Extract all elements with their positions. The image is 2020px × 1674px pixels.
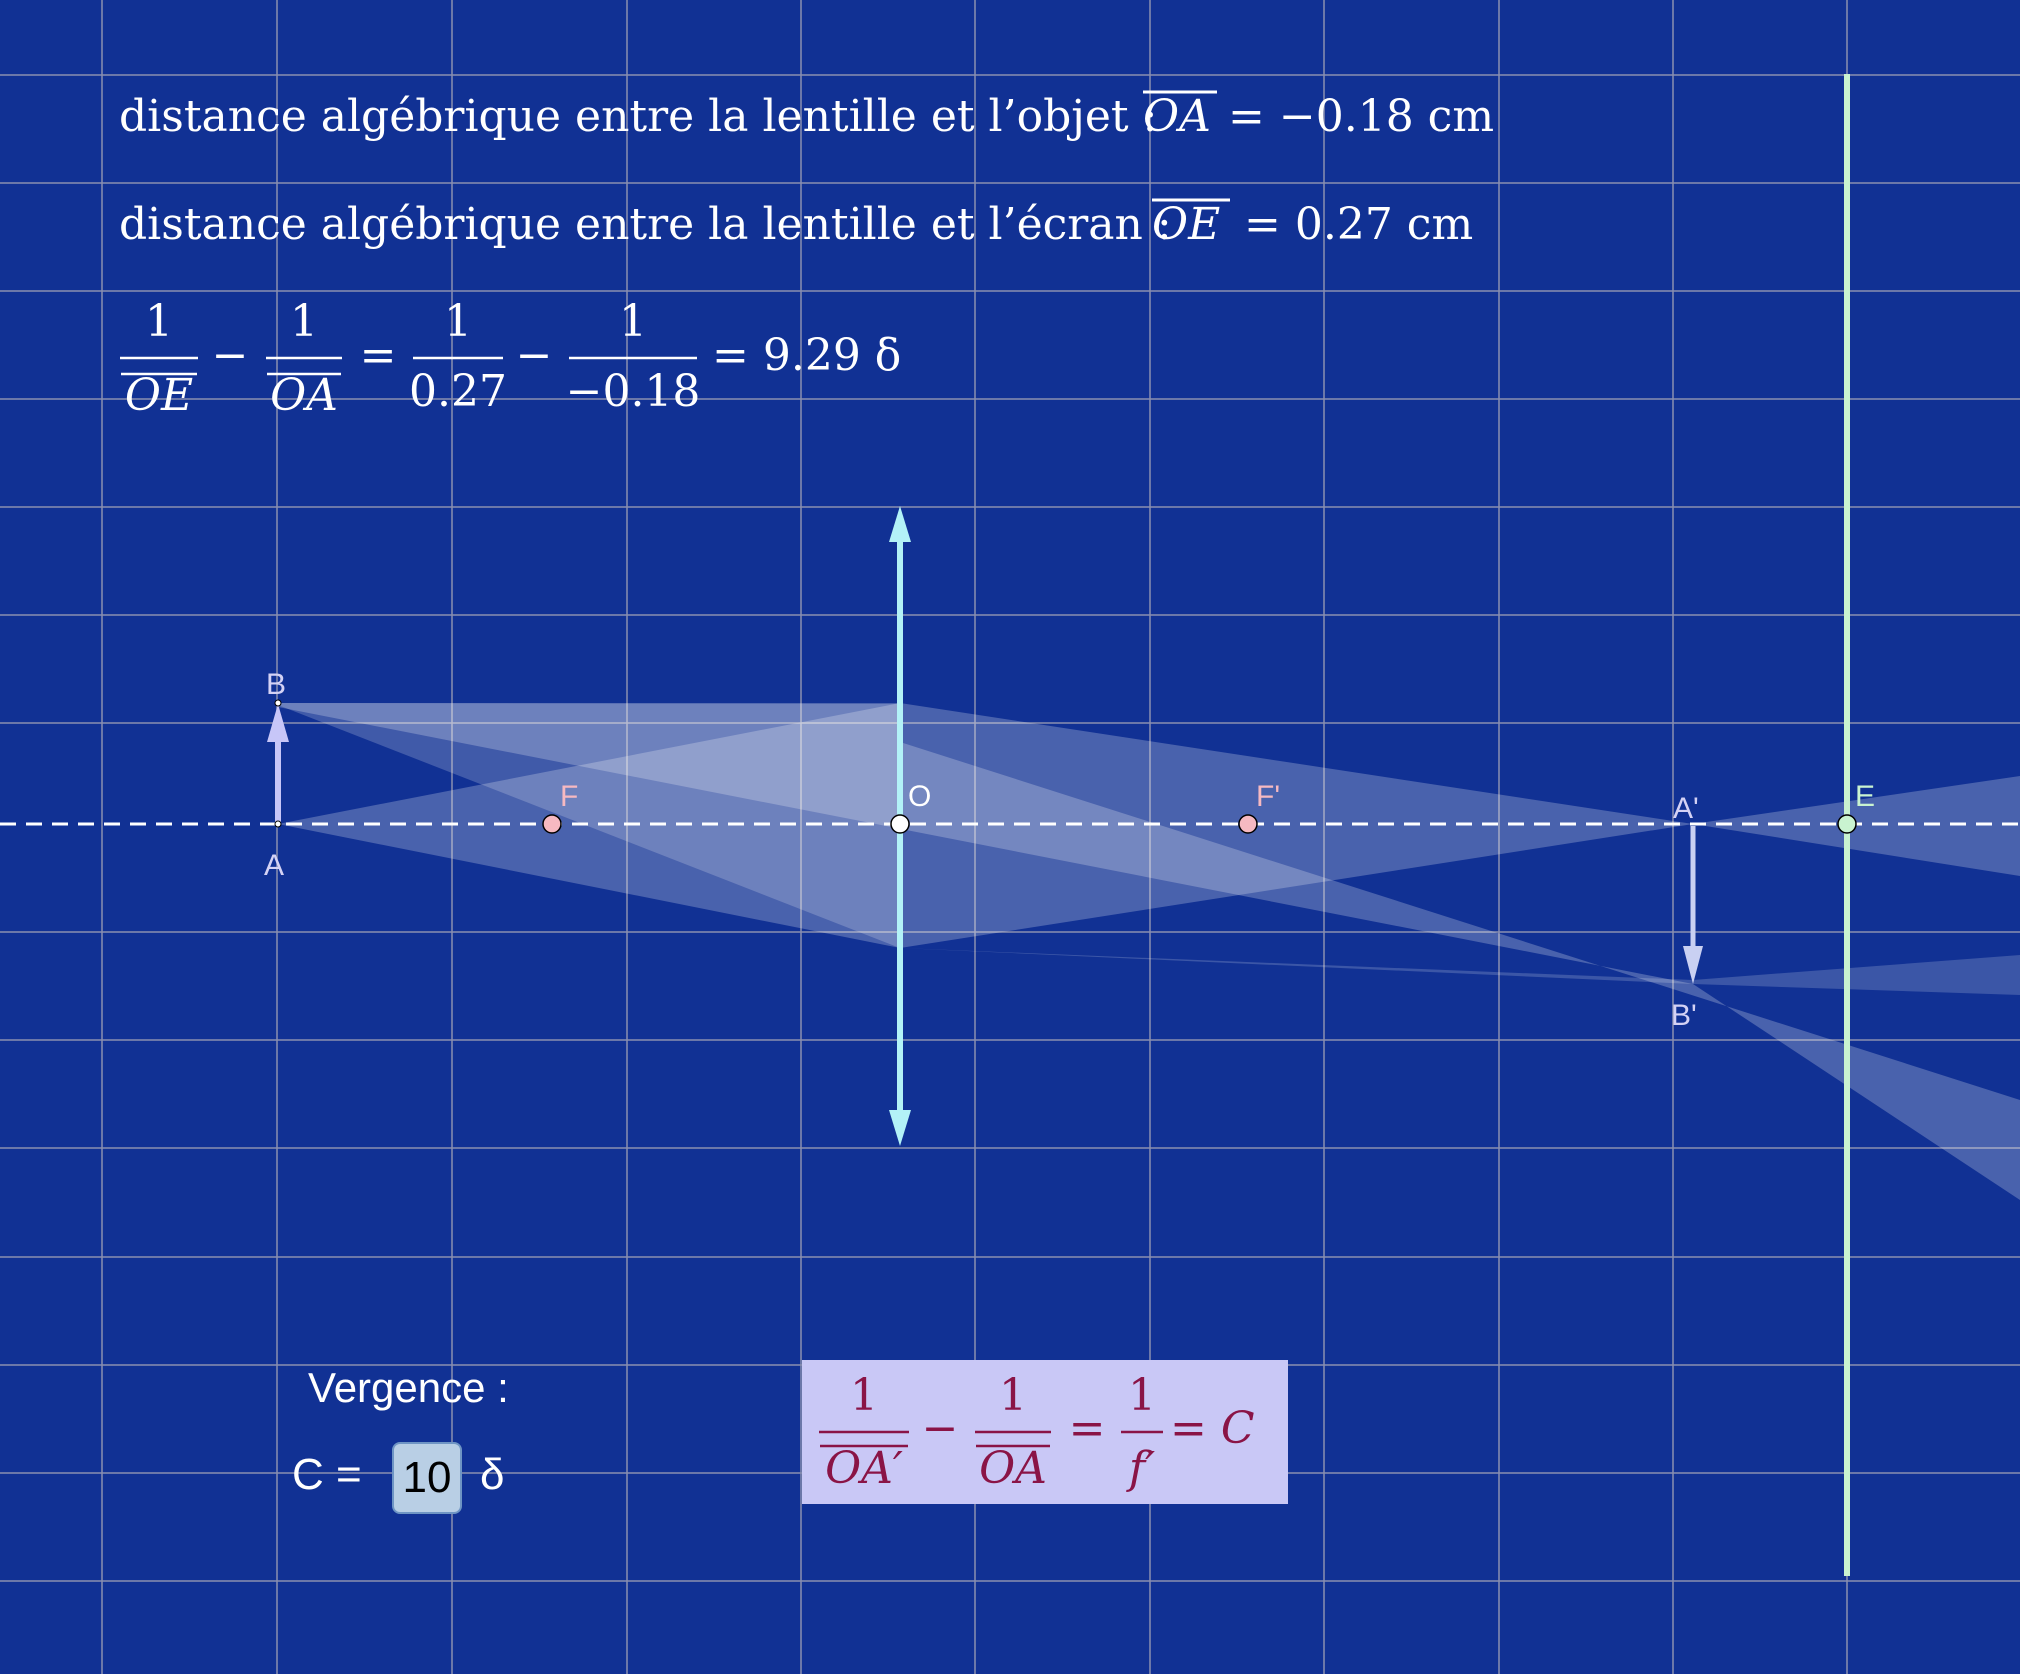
label-ap: A' [1673, 792, 1699, 825]
frac4-num: 1 [619, 296, 647, 347]
label-fp: F' [1256, 780, 1280, 813]
vergence-unit: δ [480, 1450, 505, 1499]
distance-oa-value: = −0.18 cm [1228, 91, 1494, 142]
optical-center-o[interactable] [890, 814, 910, 834]
distance-oa-symbol: OA [1143, 91, 1211, 142]
frac3-num: 1 [444, 296, 472, 347]
distance-oe-symbol: OE [1152, 199, 1220, 250]
distance-oa-prefix: distance algébrique entre la lentille et… [119, 91, 1157, 142]
vergence-input[interactable] [392, 1442, 462, 1514]
lens-formula-box: 1 OA′ − 1 OA = 1 f′ = C [802, 1360, 1288, 1504]
point-a[interactable] [274, 820, 282, 828]
svg-text:distance algébrique entre la l: distance algébrique entre la lentille et… [119, 199, 1172, 250]
lf-frac1-den: OA′ [825, 1443, 903, 1494]
frac3-den: 0.27 [409, 366, 507, 417]
ray-beam-lower [900, 948, 2020, 995]
frac4-den: −0.18 [566, 366, 701, 417]
lf-frac3-den: f′ [1126, 1443, 1155, 1494]
vergence-title: Vergence : [308, 1364, 509, 1411]
equals-1: = [360, 330, 397, 381]
minus-1: − [212, 330, 249, 381]
lf-frac2-num: 1 [999, 1370, 1027, 1421]
svg-text:distance algébrique entre la l: distance algébrique entre la lentille et… [119, 91, 1157, 142]
label-b: B [266, 668, 286, 701]
distance-oe-value: = 0.27 cm [1244, 199, 1473, 250]
focal-point-f[interactable] [542, 814, 562, 834]
label-o: O [908, 780, 931, 813]
point-e[interactable] [1837, 814, 1857, 834]
object-arrow[interactable] [267, 704, 289, 824]
frac1-den: OE [125, 370, 193, 421]
lf-result: = C [1170, 1403, 1255, 1454]
distance-oe-prefix: distance algébrique entre la lentille et… [119, 199, 1172, 250]
lf-frac3-num: 1 [1128, 1370, 1156, 1421]
label-a: A [264, 849, 284, 882]
lf-equals: = [1069, 1403, 1106, 1454]
label-e: E [1855, 780, 1875, 813]
ray-beam-through-center [278, 703, 900, 948]
vergence-formula-computed: 1 OE − 1 OA = 1 0.27 − 1 −0.18 = 9.29 δ [120, 296, 901, 421]
lf-frac2-den: OA [979, 1443, 1047, 1494]
focal-point-fp[interactable] [1238, 814, 1258, 834]
formula1-result: = 9.29 δ [712, 330, 901, 381]
distance-oe-line: distance algébrique entre la lentille et… [119, 198, 1473, 250]
ray-beam-axis [278, 703, 1693, 948]
point-b[interactable] [274, 699, 282, 707]
frac2-num: 1 [290, 296, 318, 347]
label-bp: B' [1671, 999, 1697, 1032]
frac2-den: OA [270, 370, 338, 421]
image-arrow [1683, 826, 1703, 984]
lf-frac1-num: 1 [850, 1370, 878, 1421]
lf-minus: − [922, 1403, 959, 1454]
frac1-num: 1 [145, 296, 173, 347]
label-f: F [560, 780, 578, 813]
vergence-c-label: C = [292, 1450, 362, 1499]
minus-2: − [516, 330, 553, 381]
distance-oa-line: distance algébrique entre la lentille et… [119, 90, 1494, 142]
